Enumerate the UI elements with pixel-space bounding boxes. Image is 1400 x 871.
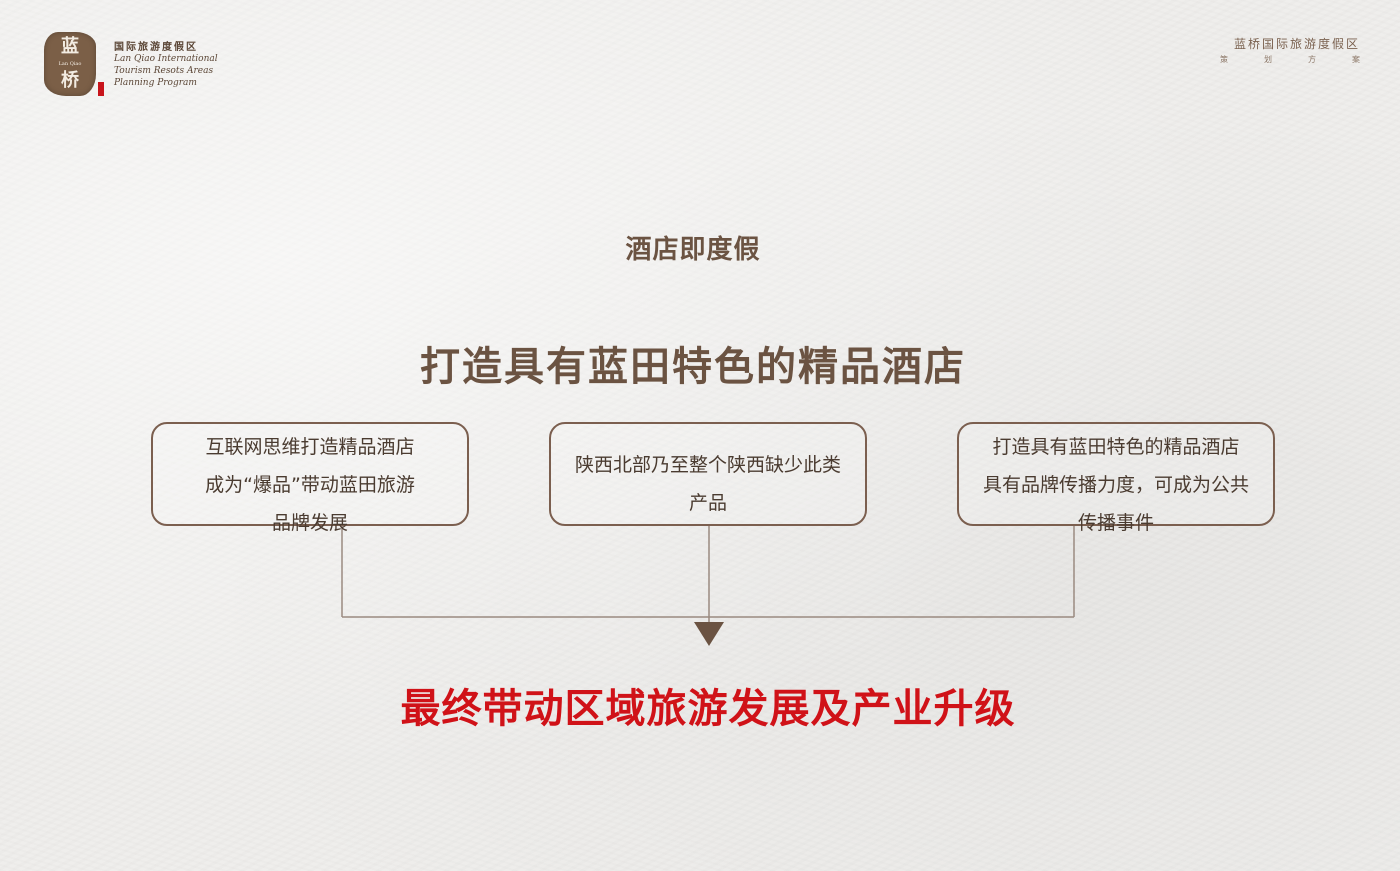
logo-en-line-3: Planning Program: [114, 78, 197, 88]
seal-char-bottom: 桥: [61, 70, 79, 91]
box-line: 品牌发展: [271, 512, 348, 534]
reason-box-3: 打造具有蓝田特色的精品酒店 具有品牌传播力度，可成为公共 传播事件: [957, 422, 1275, 534]
logo-en-line-2: Tourism Resots Areas: [114, 66, 214, 76]
box-line: 陕西北部乃至整个陕西缺少此类: [574, 454, 841, 476]
logo-seal: 蓝 Lan Qiao 桥: [44, 32, 96, 96]
seal-subtext: Lan Qiao: [58, 61, 82, 67]
box-line: 互联网思维打造精品酒店: [205, 436, 415, 458]
box-line: 传播事件: [1077, 512, 1154, 534]
subtitle-char: 方: [1308, 55, 1316, 64]
seal-char-top: 蓝: [61, 36, 79, 57]
subtitle-char: 案: [1352, 55, 1360, 64]
reason-box-2: 陕西北部乃至整个陕西缺少此类 产品: [549, 422, 867, 526]
box-line: 成为“爆品”带动蓝田旅游: [205, 474, 415, 496]
reason-box-1: 互联网思维打造精品酒店 成为“爆品”带动蓝田旅游 品牌发展: [151, 422, 469, 534]
box-line: 打造具有蓝田特色的精品酒店: [992, 436, 1240, 458]
main-title: 打造具有蓝田特色的精品酒店: [420, 344, 966, 390]
logo-en-line-1: Lan Qiao International: [114, 54, 218, 64]
brand-logo: 蓝 Lan Qiao 桥 国际旅游度假区 Lan Qiao Internatio…: [42, 30, 242, 100]
section-title: 酒店即度假: [625, 235, 761, 265]
conclusion-text: 最终带动区域旅游发展及产业升级: [400, 686, 1016, 732]
subtitle-char: 策: [1220, 55, 1228, 64]
subtitle-char: 划: [1264, 55, 1272, 64]
logo-cn-title: 国际旅游度假区: [114, 42, 198, 53]
box-line: 具有品牌传播力度，可成为公共: [982, 474, 1249, 496]
header-project-subtitle: 策 划 方 案: [1220, 54, 1360, 65]
box-line: 产品: [688, 492, 727, 514]
logo-red-stamp: [98, 82, 104, 96]
header-project-title: 蓝桥国际旅游度假区: [1233, 37, 1360, 51]
